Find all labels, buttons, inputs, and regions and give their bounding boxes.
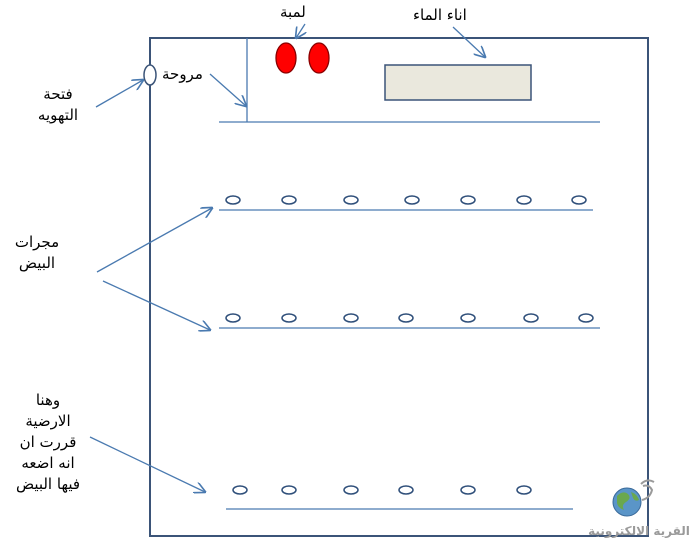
egg [281,485,297,495]
egg [578,313,594,323]
label-water-container: اناء الماء [413,6,467,24]
egg [281,313,297,323]
egg [460,313,476,323]
label-egg-trays: مجرات البيض [8,232,66,274]
label-floor-line3: قررت ان [19,433,77,451]
lamp-left [275,42,297,74]
label-vent: فتحة التهويه [28,84,88,126]
incubator-box [149,37,649,537]
egg [281,195,297,205]
egg [571,195,587,205]
egg [343,313,359,323]
egg [225,195,241,205]
egg [225,313,241,323]
arrow-tray-1 [96,208,212,273]
tray-1-eggs [225,195,587,205]
globe-logo [612,479,655,517]
egg [404,195,420,205]
label-trays-line1: مجرات [14,233,60,251]
watermark-text: القرية الالكترونية [588,524,690,538]
egg [398,485,414,495]
water-container [384,64,532,101]
label-floor-line2: الارضية [25,412,71,430]
label-trays-line2: البيض [18,254,56,272]
lamp-right [308,42,330,74]
egg [523,313,539,323]
egg [398,313,414,323]
label-floor-line1: وهنا [35,391,61,409]
egg [516,195,532,205]
arrow-floor [89,436,205,492]
egg [232,485,248,495]
arrow-vent [95,80,143,108]
arrow-fan [209,73,246,106]
tray-2-eggs [225,313,594,323]
egg [516,485,532,495]
arrow-water [452,26,485,57]
egg [460,485,476,495]
arrow-lamp [296,23,305,38]
label-floor-note: وهنا الارضية قررت ان انه اضعه فيها البيض [6,390,90,495]
label-lamp: لمبة [280,3,306,21]
annotation-arrows [89,23,485,492]
label-floor-line4: انه اضعه [21,454,75,472]
egg [460,195,476,205]
arrow-tray-2 [102,280,210,330]
label-vent-line1: فتحة [43,85,73,103]
label-floor-line5: فيها البيض [15,475,81,493]
label-vent-line2: التهويه [37,106,79,124]
egg [343,485,359,495]
vent-hole [143,64,157,86]
egg [343,195,359,205]
floor-eggs [232,485,532,495]
label-fan: مروحة [162,65,203,83]
